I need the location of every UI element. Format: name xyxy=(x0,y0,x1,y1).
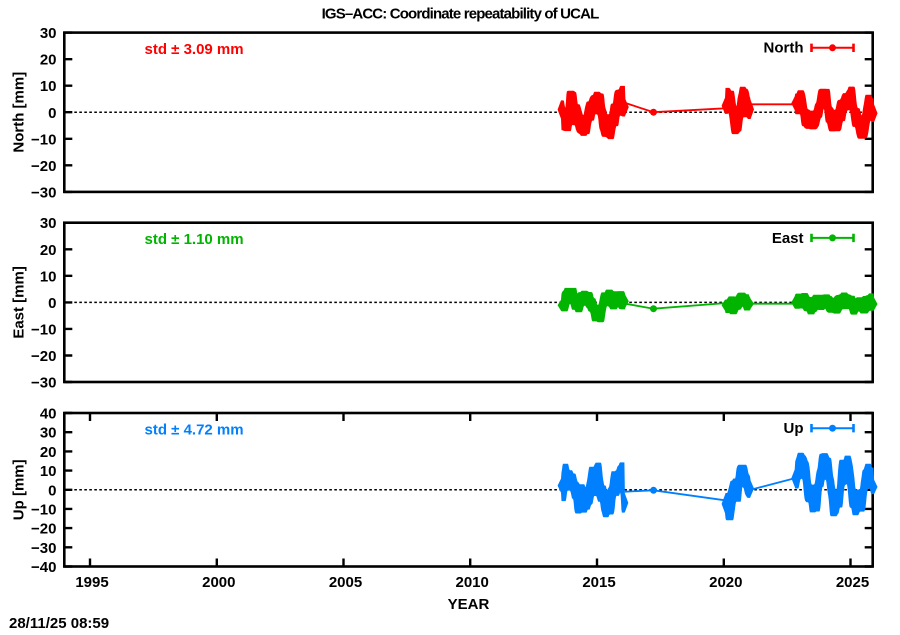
svg-text:2000: 2000 xyxy=(202,574,235,591)
svg-text:Up: Up xyxy=(784,420,804,437)
svg-text:0: 0 xyxy=(48,105,56,122)
svg-text:−20: −20 xyxy=(31,158,56,175)
svg-text:−30: −30 xyxy=(31,540,56,557)
svg-text:−10: −10 xyxy=(31,321,56,338)
svg-text:2010: 2010 xyxy=(456,574,489,591)
svg-text:28/11/25 08:59: 28/11/25 08:59 xyxy=(9,615,109,630)
svg-text:Up [mm]: Up [mm] xyxy=(11,459,28,520)
svg-text:1995: 1995 xyxy=(75,574,108,591)
svg-text:North [mm]: North [mm] xyxy=(11,72,28,153)
svg-text:std ± 1.10 mm: std ± 1.10 mm xyxy=(145,231,244,248)
svg-text:−30: −30 xyxy=(31,375,56,392)
svg-text:−40: −40 xyxy=(31,559,56,576)
svg-text:North: North xyxy=(764,40,804,57)
svg-text:20: 20 xyxy=(40,242,57,259)
svg-text:20: 20 xyxy=(40,52,57,69)
svg-text:−10: −10 xyxy=(31,502,56,519)
svg-text:30: 30 xyxy=(40,25,57,42)
svg-text:10: 10 xyxy=(40,268,57,285)
svg-text:2020: 2020 xyxy=(709,574,742,591)
svg-text:East [mm]: East [mm] xyxy=(11,266,28,339)
svg-text:IGS–ACC: Coordinate repeatabil: IGS–ACC: Coordinate repeatability of UCA… xyxy=(322,6,600,23)
svg-text:−20: −20 xyxy=(31,521,56,538)
svg-text:40: 40 xyxy=(40,406,57,423)
svg-text:30: 30 xyxy=(40,215,57,232)
svg-text:−30: −30 xyxy=(31,184,56,201)
svg-text:10: 10 xyxy=(40,463,57,480)
svg-text:2025: 2025 xyxy=(836,574,869,591)
svg-text:20: 20 xyxy=(40,444,57,461)
svg-text:East: East xyxy=(772,230,804,247)
svg-text:30: 30 xyxy=(40,425,57,442)
svg-text:std ± 4.72 mm: std ± 4.72 mm xyxy=(145,422,244,439)
svg-text:std ± 3.09 mm: std ± 3.09 mm xyxy=(145,41,244,58)
svg-text:2005: 2005 xyxy=(329,574,362,591)
svg-text:0: 0 xyxy=(48,482,56,499)
svg-text:0: 0 xyxy=(48,295,56,312)
svg-text:10: 10 xyxy=(40,78,57,95)
svg-text:2015: 2015 xyxy=(582,574,615,591)
svg-text:YEAR: YEAR xyxy=(448,596,490,613)
svg-text:−10: −10 xyxy=(31,131,56,148)
svg-text:−20: −20 xyxy=(31,348,56,365)
